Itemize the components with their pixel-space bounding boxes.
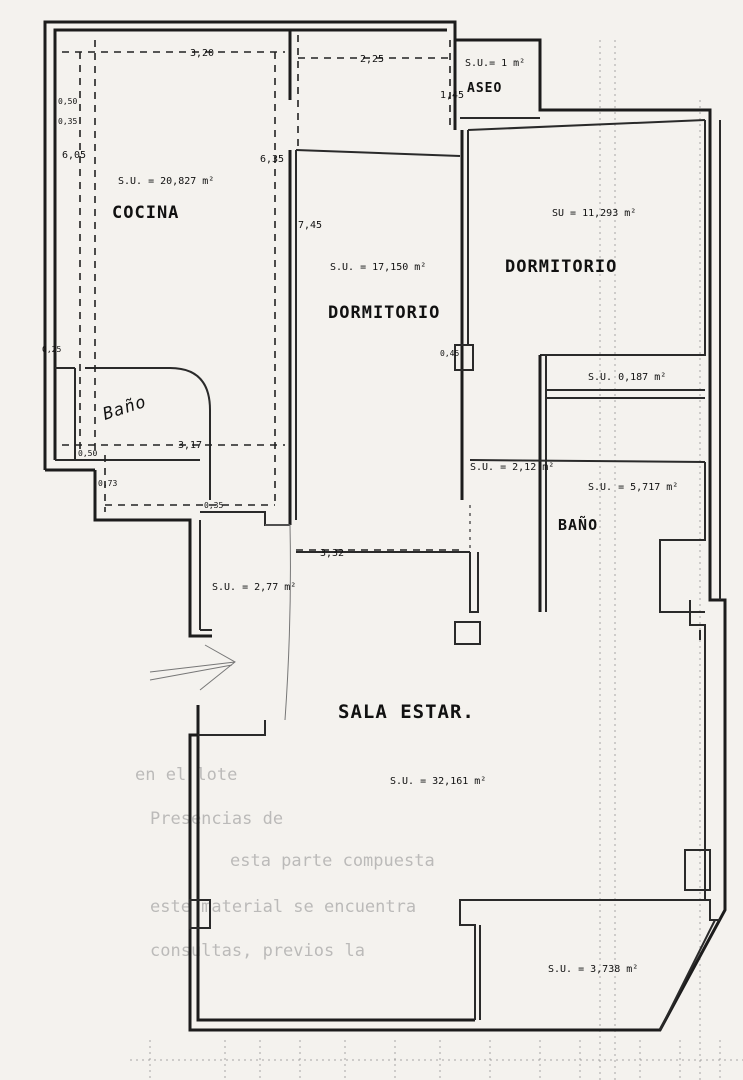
dim-top-mid: 2,25 [360,54,384,65]
measurement-lines [62,35,471,555]
bano-der-label: BAÑO [558,515,598,534]
dormitorio-derecha-area: SU = 11,293 m² [552,208,636,219]
sala-label: SALA ESTAR. [338,701,475,723]
armario-area: S.U. = 2,12 m² [470,462,554,473]
recibidor-area: S.U. = 2,77 m² [212,582,296,593]
inner-walls [55,30,711,929]
dormitorio-centro-area: S.U. = 17,150 m² [330,262,426,273]
aseo-area: S.U.= 1 m² [465,58,525,69]
scan-artifacts [130,40,743,1080]
dim-small-5: 0,35 [204,501,223,510]
dim-cocina-width: 3,20 [190,48,214,59]
dim-small-4: 0,73 [98,479,117,488]
dim-small-3: 0,50 [78,449,97,458]
background-text-line: consultas, previos la [150,941,365,961]
dim-dorm-h: 7,45 [298,220,322,231]
dim-cocina-h2: 6,35 [260,154,284,165]
door-swing [265,524,291,721]
background-text: en el lote Presencias de esta parte comp… [135,765,435,961]
room-labels: S.U. = 20,827 m² COCINA S.U.= 1 m² ASEO … [100,58,678,975]
dim-bano-width: 3,17 [178,440,202,451]
dim-dorm-bottom: 3,32 [320,548,344,559]
dim-aseo-h: 1,45 [440,90,464,101]
sala-area: S.U. = 32,161 m² [390,776,486,787]
dimension-labels: 3,20 2,25 1,45 6,05 6,35 7,45 3,17 0,50 … [42,48,464,559]
pasillo-der-area: S.U. 0,187 m² [588,372,666,383]
dormitorio-centro-label: DORMITORIO [328,303,440,323]
terraza-area: S.U. = 3,738 m² [548,964,638,975]
dim-cocina-h: 6,05 [62,150,86,161]
bano-der-area: S.U. = 5,717 m² [588,482,678,493]
background-text-line: en el lote [135,765,237,785]
entry-arrow [149,644,236,691]
dim-small-2: 0,35 [58,117,77,126]
background-text-line: Presencias de [150,809,283,829]
outer-walls [43,20,727,1032]
dim-small-6: 0,25 [42,345,61,354]
dim-small-1: 0,50 [58,97,77,106]
dormitorio-derecha-label: DORMITORIO [505,257,617,277]
background-text-line: esta parte compuesta [230,851,435,871]
cocina-label: COCINA [112,203,179,223]
cocina-area: S.U. = 20,827 m² [118,176,214,187]
dim-door-gap: 0,45 [440,349,459,358]
aseo-label: ASEO [467,81,502,96]
background-text-line: este material se encuentra [150,897,416,917]
bano-izq-label: Baño [100,392,149,425]
